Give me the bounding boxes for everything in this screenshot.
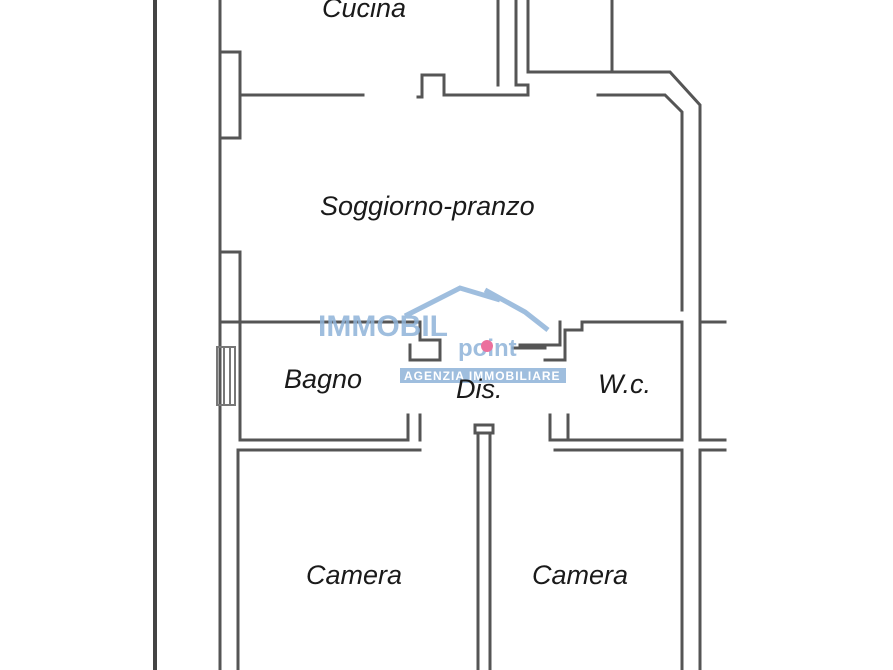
room-label-camera-right: Camera [532,560,628,590]
watermark-tagline: AGENZIA IMMOBILIARE [404,369,561,383]
room-label-disimpegno: Dis. [456,374,503,404]
room-label-wc: W.c. [598,369,651,399]
room-label-camera-left: Camera [306,560,402,590]
room-label-soggiorno: Soggiorno-pranzo [320,191,535,221]
bathroom-walls [238,320,684,442]
room-label-bagno: Bagno [284,364,362,394]
kitchen-walls [238,0,702,312]
watermark-brand: IMMOBIL [318,310,448,343]
exterior-walls [153,0,222,670]
watermark-pin-icon [481,340,493,352]
living-room-walls [238,308,727,442]
bedroom-walls [236,423,727,670]
watermark-tagline-bar [400,368,566,383]
room-label-cucina: Cucina [322,0,406,23]
watermark-logo: IMMOBIL point AGENZIA IMMOBILIARE [318,285,566,383]
